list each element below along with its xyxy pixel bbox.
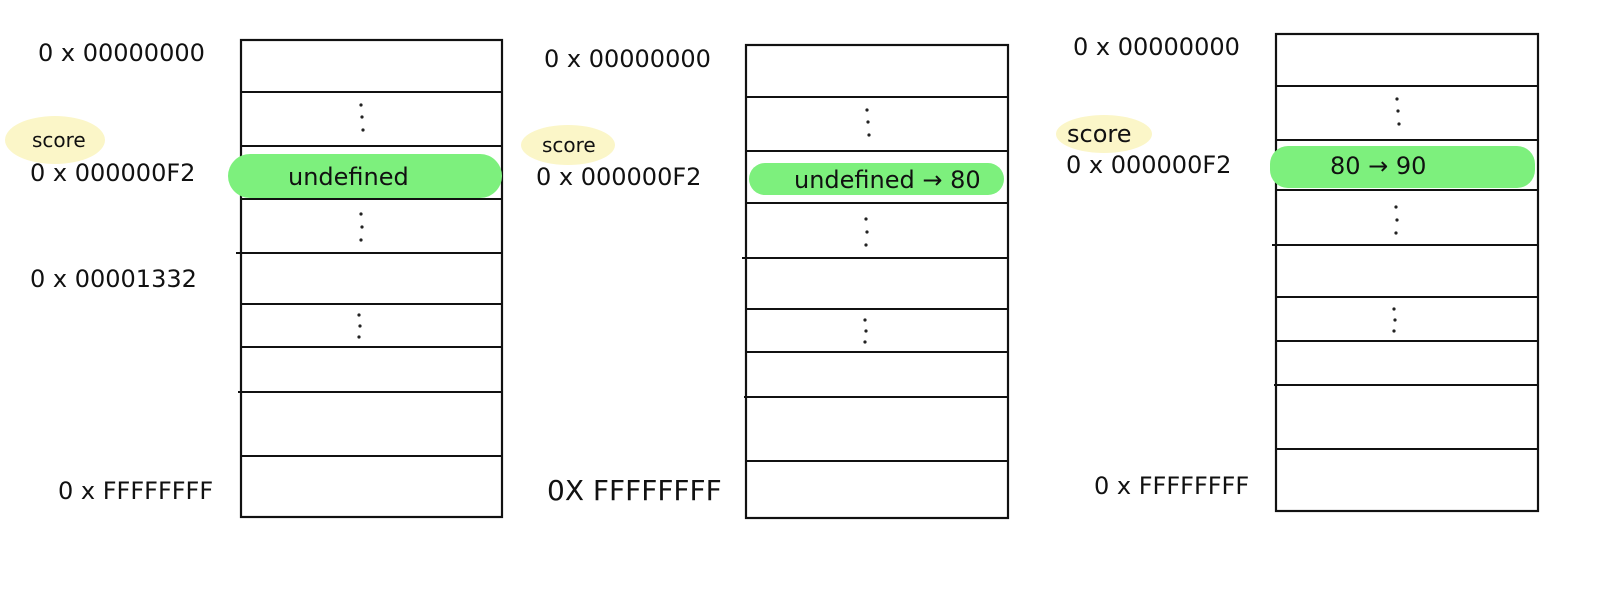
ellipsis-dots xyxy=(359,103,365,132)
ellipsis-dots xyxy=(1395,97,1401,126)
ellipsis-dots xyxy=(865,108,871,137)
address-score-label: 0 x 000000F2 xyxy=(30,159,195,187)
ellipsis-dots xyxy=(1392,307,1397,333)
ellipsis-dots xyxy=(863,318,868,344)
address-bottom-label: 0 x FFFFFFFF xyxy=(58,477,213,505)
address-top-label: 0 x 00000000 xyxy=(1073,33,1240,61)
ellipsis-dots xyxy=(357,313,362,339)
memory-column xyxy=(744,43,1010,520)
address-bottom-label: 0 x FFFFFFFF xyxy=(1094,472,1249,500)
ellipsis-dots xyxy=(1394,205,1399,235)
score-cell-value: undefined xyxy=(288,163,409,191)
address-bottom-label: 0X FFFFFFFF xyxy=(547,474,722,507)
address-middle-label: 0 x 00001332 xyxy=(30,265,197,293)
variable-label-score: score xyxy=(542,133,596,157)
ellipsis-dots xyxy=(864,217,869,247)
variable-highlight xyxy=(1056,115,1152,153)
score-cell-highlight xyxy=(1270,146,1535,188)
memory-column xyxy=(1274,32,1540,513)
score-cell-value: 80 → 90 xyxy=(1330,152,1426,180)
score-cell-value: undefined → 80 xyxy=(794,166,981,194)
ellipsis-dots xyxy=(359,212,364,242)
memory-panel-1: 0 x 00000000 score 0 x 000000F2 0 x 0000… xyxy=(5,38,504,519)
memory-panel-2: 0 x 00000000 score 0 x 000000F2 0X FFFFF… xyxy=(521,43,1010,520)
address-score-label: 0 x 000000F2 xyxy=(1066,151,1231,179)
memory-column xyxy=(239,38,504,519)
variable-label-score: score xyxy=(1067,120,1132,148)
address-score-label: 0 x 000000F2 xyxy=(536,163,701,191)
address-top-label: 0 x 00000000 xyxy=(544,45,711,73)
variable-highlight xyxy=(5,116,105,164)
score-cell-highlight xyxy=(228,154,502,198)
score-cell-highlight xyxy=(749,163,1004,195)
variable-label-score: score xyxy=(32,128,86,152)
variable-highlight xyxy=(521,125,615,165)
address-top-label: 0 x 00000000 xyxy=(38,39,205,67)
memory-panel-3: 0 x 00000000 score 0 x 000000F2 0 x FFFF… xyxy=(1056,32,1540,513)
